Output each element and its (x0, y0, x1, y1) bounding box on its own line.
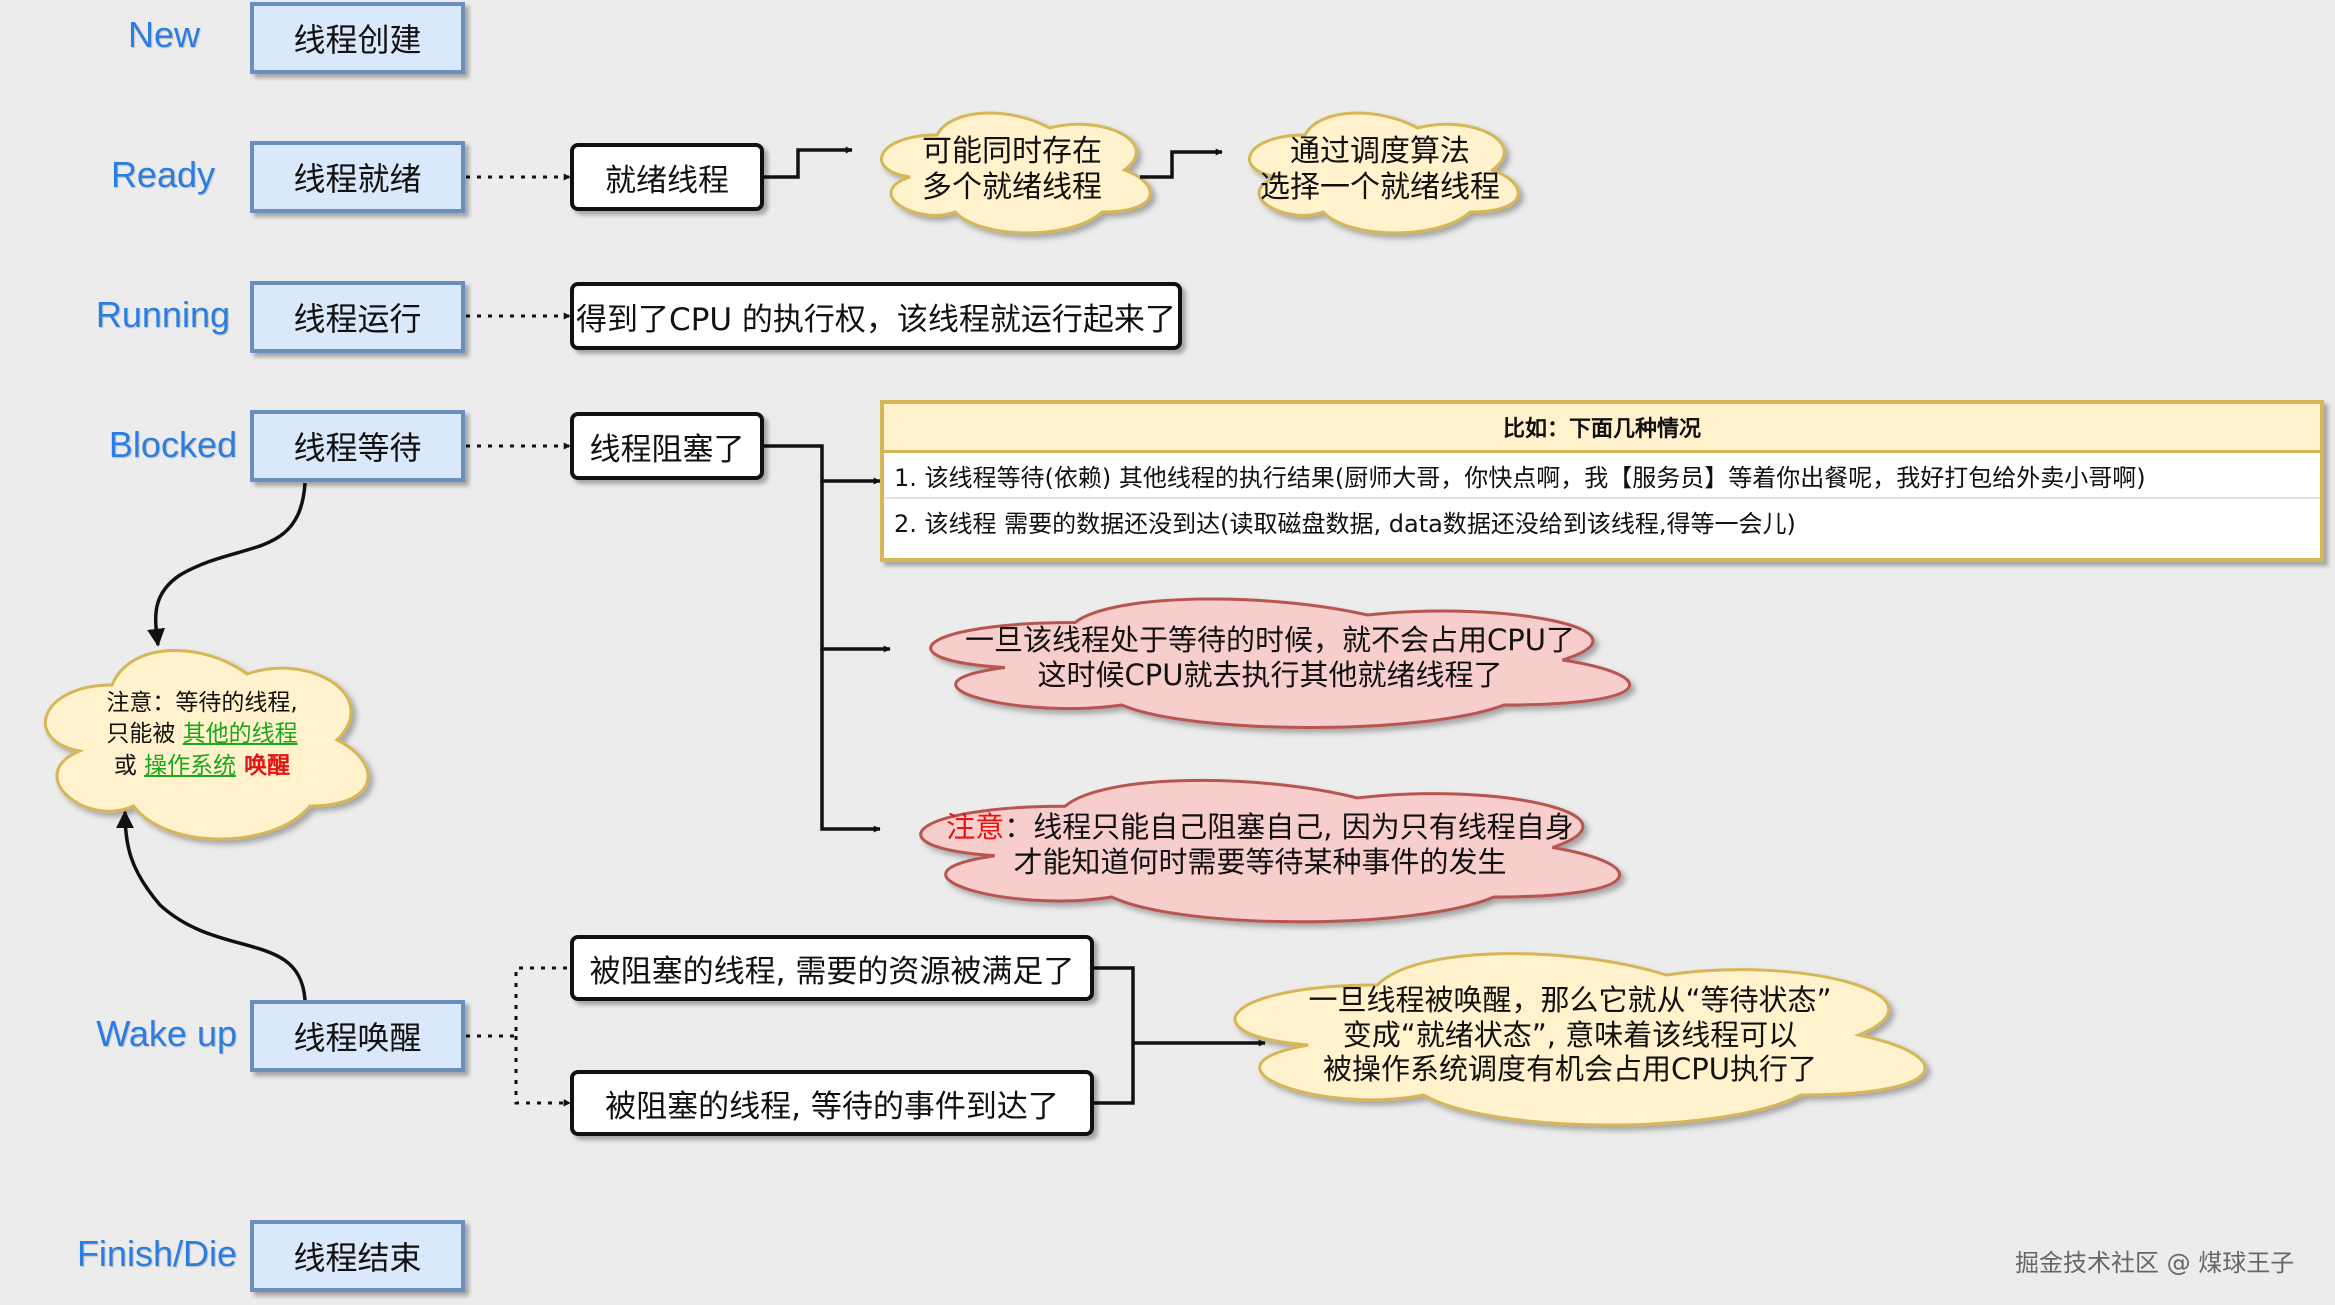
running-node[interactable]: 得到了CPU 的执行权，该线程就运行起来了 (570, 282, 1182, 350)
state-box-ready[interactable]: 线程就绪 (250, 141, 465, 213)
arrow-blocked-to-table (764, 444, 881, 485)
state-label-finish: Finish/Die (76, 1233, 237, 1274)
wakeup-cloud-line1: 一旦线程被唤醒，那么它就从“等待状态” (1308, 982, 1832, 1017)
curve-wakeup-to-note (116, 810, 307, 1001)
arrow-cloud1-to-cloud2 (1140, 148, 1223, 179)
arrow-wakeup-merge (1094, 966, 1265, 1105)
ready-cloud2-line2: 选择一个就绪线程 (1260, 170, 1500, 205)
state-box-finish[interactable]: 线程结束 (250, 1220, 465, 1292)
note-line3-prefix: 或 (113, 752, 145, 779)
ready-cloud2-text: 通过调度算法 选择一个就绪线程 (1230, 110, 1530, 230)
curve-blocked-to-note (147, 482, 307, 647)
connector-wakeup (466, 966, 570, 1103)
ready-node[interactable]: 就绪线程 (570, 143, 764, 211)
ready-cloud1-text: 可能同时存在 多个就绪线程 (862, 110, 1162, 230)
state-label-ready: Ready (110, 154, 215, 195)
state-label-wakeup: Wake up (96, 1013, 237, 1054)
note-line3: 或 操作系统 唤醒 (114, 751, 290, 782)
wakeup-node-event[interactable]: 被阻塞的线程, 等待的事件到达了 (570, 1070, 1094, 1136)
cloud-note (45, 650, 368, 839)
arrow-blocked-to-cloud2 (820, 649, 881, 833)
watermark: 掘金技术社区 @ 煤球王子 (2015, 1249, 2295, 1277)
cloud-ready-2 (1249, 113, 1518, 233)
state-box-blocked[interactable]: 线程等待 (250, 410, 465, 482)
arrow-ready-to-cloud1 (764, 146, 853, 179)
note-link-other-thread[interactable]: 其他的线程 (182, 721, 298, 748)
cloud-wakeup (1235, 954, 1925, 1125)
note-wake-word: 唤醒 (236, 752, 291, 779)
ready-cloud2-line1: 通过调度算法 (1290, 134, 1470, 169)
cloud-blocked-2 (921, 780, 1620, 921)
wakeup-cloud-line3: 被操作系统调度有机会占用CPU执行了 (1323, 1052, 1817, 1087)
blocked-case-row-2: 2. 该线程 需要的数据还没到达(读取磁盘数据, data数据还没给到该线程,得… (894, 509, 1796, 538)
state-box-new[interactable]: 线程创建 (250, 2, 465, 74)
blocked-cloud2-text: 注意：线程只能自己阻塞自己, 因为只有线程自身 才能知道何时需要等待某种事件的发… (870, 790, 1650, 900)
note-cloud-text: 注意：等待的线程, 只能被 其他的线程 或 操作系统 唤醒 (32, 665, 372, 805)
blocked-cloud1-line2: 这时候CPU就去执行其他就绪线程了 (1037, 658, 1503, 692)
blocked-cloud1-text: 一旦该线程处于等待的时候，就不会占用CPU了 这时候CPU就去执行其他就绪线程了 (880, 608, 1660, 708)
cloud-blocked-1 (931, 599, 1630, 728)
blocked-cloud2-prefix: 注意 (946, 810, 1005, 845)
cloud-ready-1 (881, 113, 1150, 233)
blocked-node[interactable]: 线程阻塞了 (570, 412, 764, 480)
ready-cloud1-line2: 多个就绪线程 (922, 170, 1102, 205)
blocked-cloud2-line1-text: ：线程只能自己阻塞自己, 因为只有线程自身 (1004, 810, 1574, 845)
ready-cloud1-line1: 可能同时存在 (922, 134, 1102, 169)
note-line1: 注意：等待的线程, (106, 690, 298, 717)
state-box-running[interactable]: 线程运行 (250, 281, 465, 353)
note-link-os[interactable]: 操作系统 (144, 752, 237, 779)
wakeup-cloud-line2: 变成“就绪状态”, 意味着该线程可以 (1342, 1017, 1798, 1052)
blocked-cases-table: 比如：下面几种情况 1. 该线程等待(依赖) 其他线程的执行结果(厨师大哥，你快… (880, 400, 2324, 562)
state-label-running: Running (95, 294, 230, 335)
blocked-cases-header: 比如：下面几种情况 (884, 404, 2320, 453)
note-line2: 只能被 其他的线程 (106, 719, 297, 750)
wakeup-cloud-text: 一旦线程被唤醒，那么它就从“等待状态” 变成“就绪状态”, 意味着该线程可以 被… (1185, 970, 1955, 1100)
wakeup-node-resource[interactable]: 被阻塞的线程, 需要的资源被满足了 (570, 935, 1094, 1001)
blocked-cloud1-line1: 一旦该线程处于等待的时候，就不会占用CPU了 (965, 623, 1575, 658)
blocked-cloud2-line1: 注意：线程只能自己阻塞自己, 因为只有线程自身 (946, 810, 1573, 845)
blocked-case-row-1: 1. 该线程等待(依赖) 其他线程的执行结果(厨师大哥，你快点啊，我【服务员】等… (884, 453, 2320, 499)
state-label-blocked: Blocked (108, 424, 237, 465)
state-label-new: New (127, 14, 200, 55)
blocked-cloud2-line2: 才能知道何时需要等待某种事件的发生 (1013, 845, 1507, 879)
state-box-wakeup[interactable]: 线程唤醒 (250, 1000, 465, 1072)
note-line2-prefix: 只能被 (106, 721, 183, 748)
